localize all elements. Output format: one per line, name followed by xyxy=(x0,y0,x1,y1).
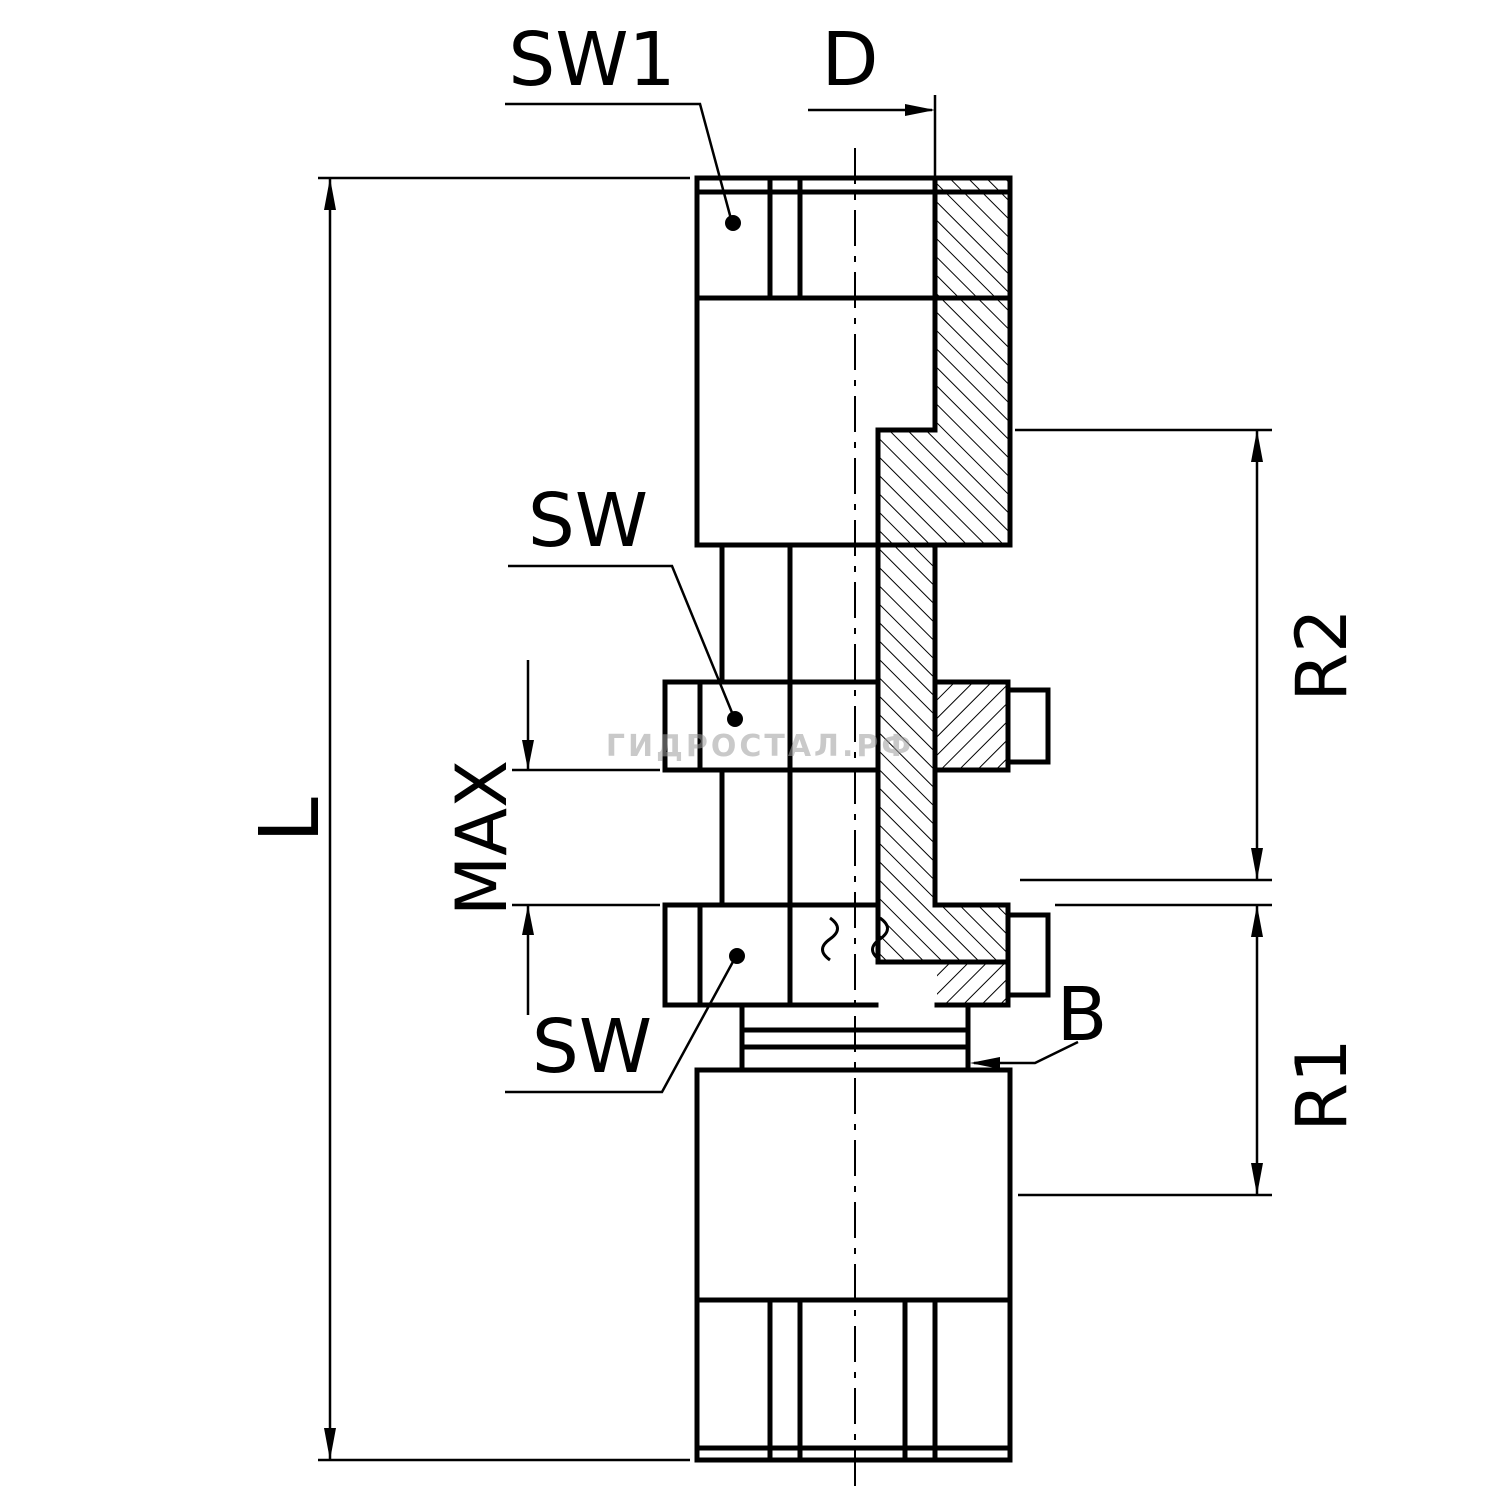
label-l: L xyxy=(243,797,338,843)
label-sw-middle: SW xyxy=(528,478,648,564)
hatch-socket-wall xyxy=(935,178,1008,430)
hatch-lower-flange xyxy=(878,905,1008,962)
thread-break-marks xyxy=(821,916,889,962)
hatch-tube-wall xyxy=(878,545,935,905)
leader-dot-sw-lower xyxy=(729,948,745,964)
label-sw1: SW1 xyxy=(508,17,675,103)
dimension-labels: SW1 D SW MAX L SW B R2 R1 xyxy=(243,17,1363,1132)
dimension-lines xyxy=(318,95,1272,1462)
label-max: MAX xyxy=(441,760,523,916)
part-outline xyxy=(662,175,1051,1463)
watermark: ГИДРОСТАЛ.РФ xyxy=(606,729,914,764)
hatch-lower-nut xyxy=(937,962,1008,1005)
label-r2: R2 xyxy=(1281,608,1363,701)
hatch-body-flange xyxy=(878,430,1008,545)
label-b: B xyxy=(1057,972,1108,1058)
leader-dot-sw1 xyxy=(725,215,741,231)
hatch-middle-nut xyxy=(937,682,1008,770)
leader-dot-sw-middle xyxy=(727,711,743,727)
label-d: D xyxy=(822,17,879,103)
label-r1: R1 xyxy=(1281,1038,1363,1131)
label-sw-lower: SW xyxy=(532,1004,652,1090)
section-hatching xyxy=(878,178,1008,1005)
